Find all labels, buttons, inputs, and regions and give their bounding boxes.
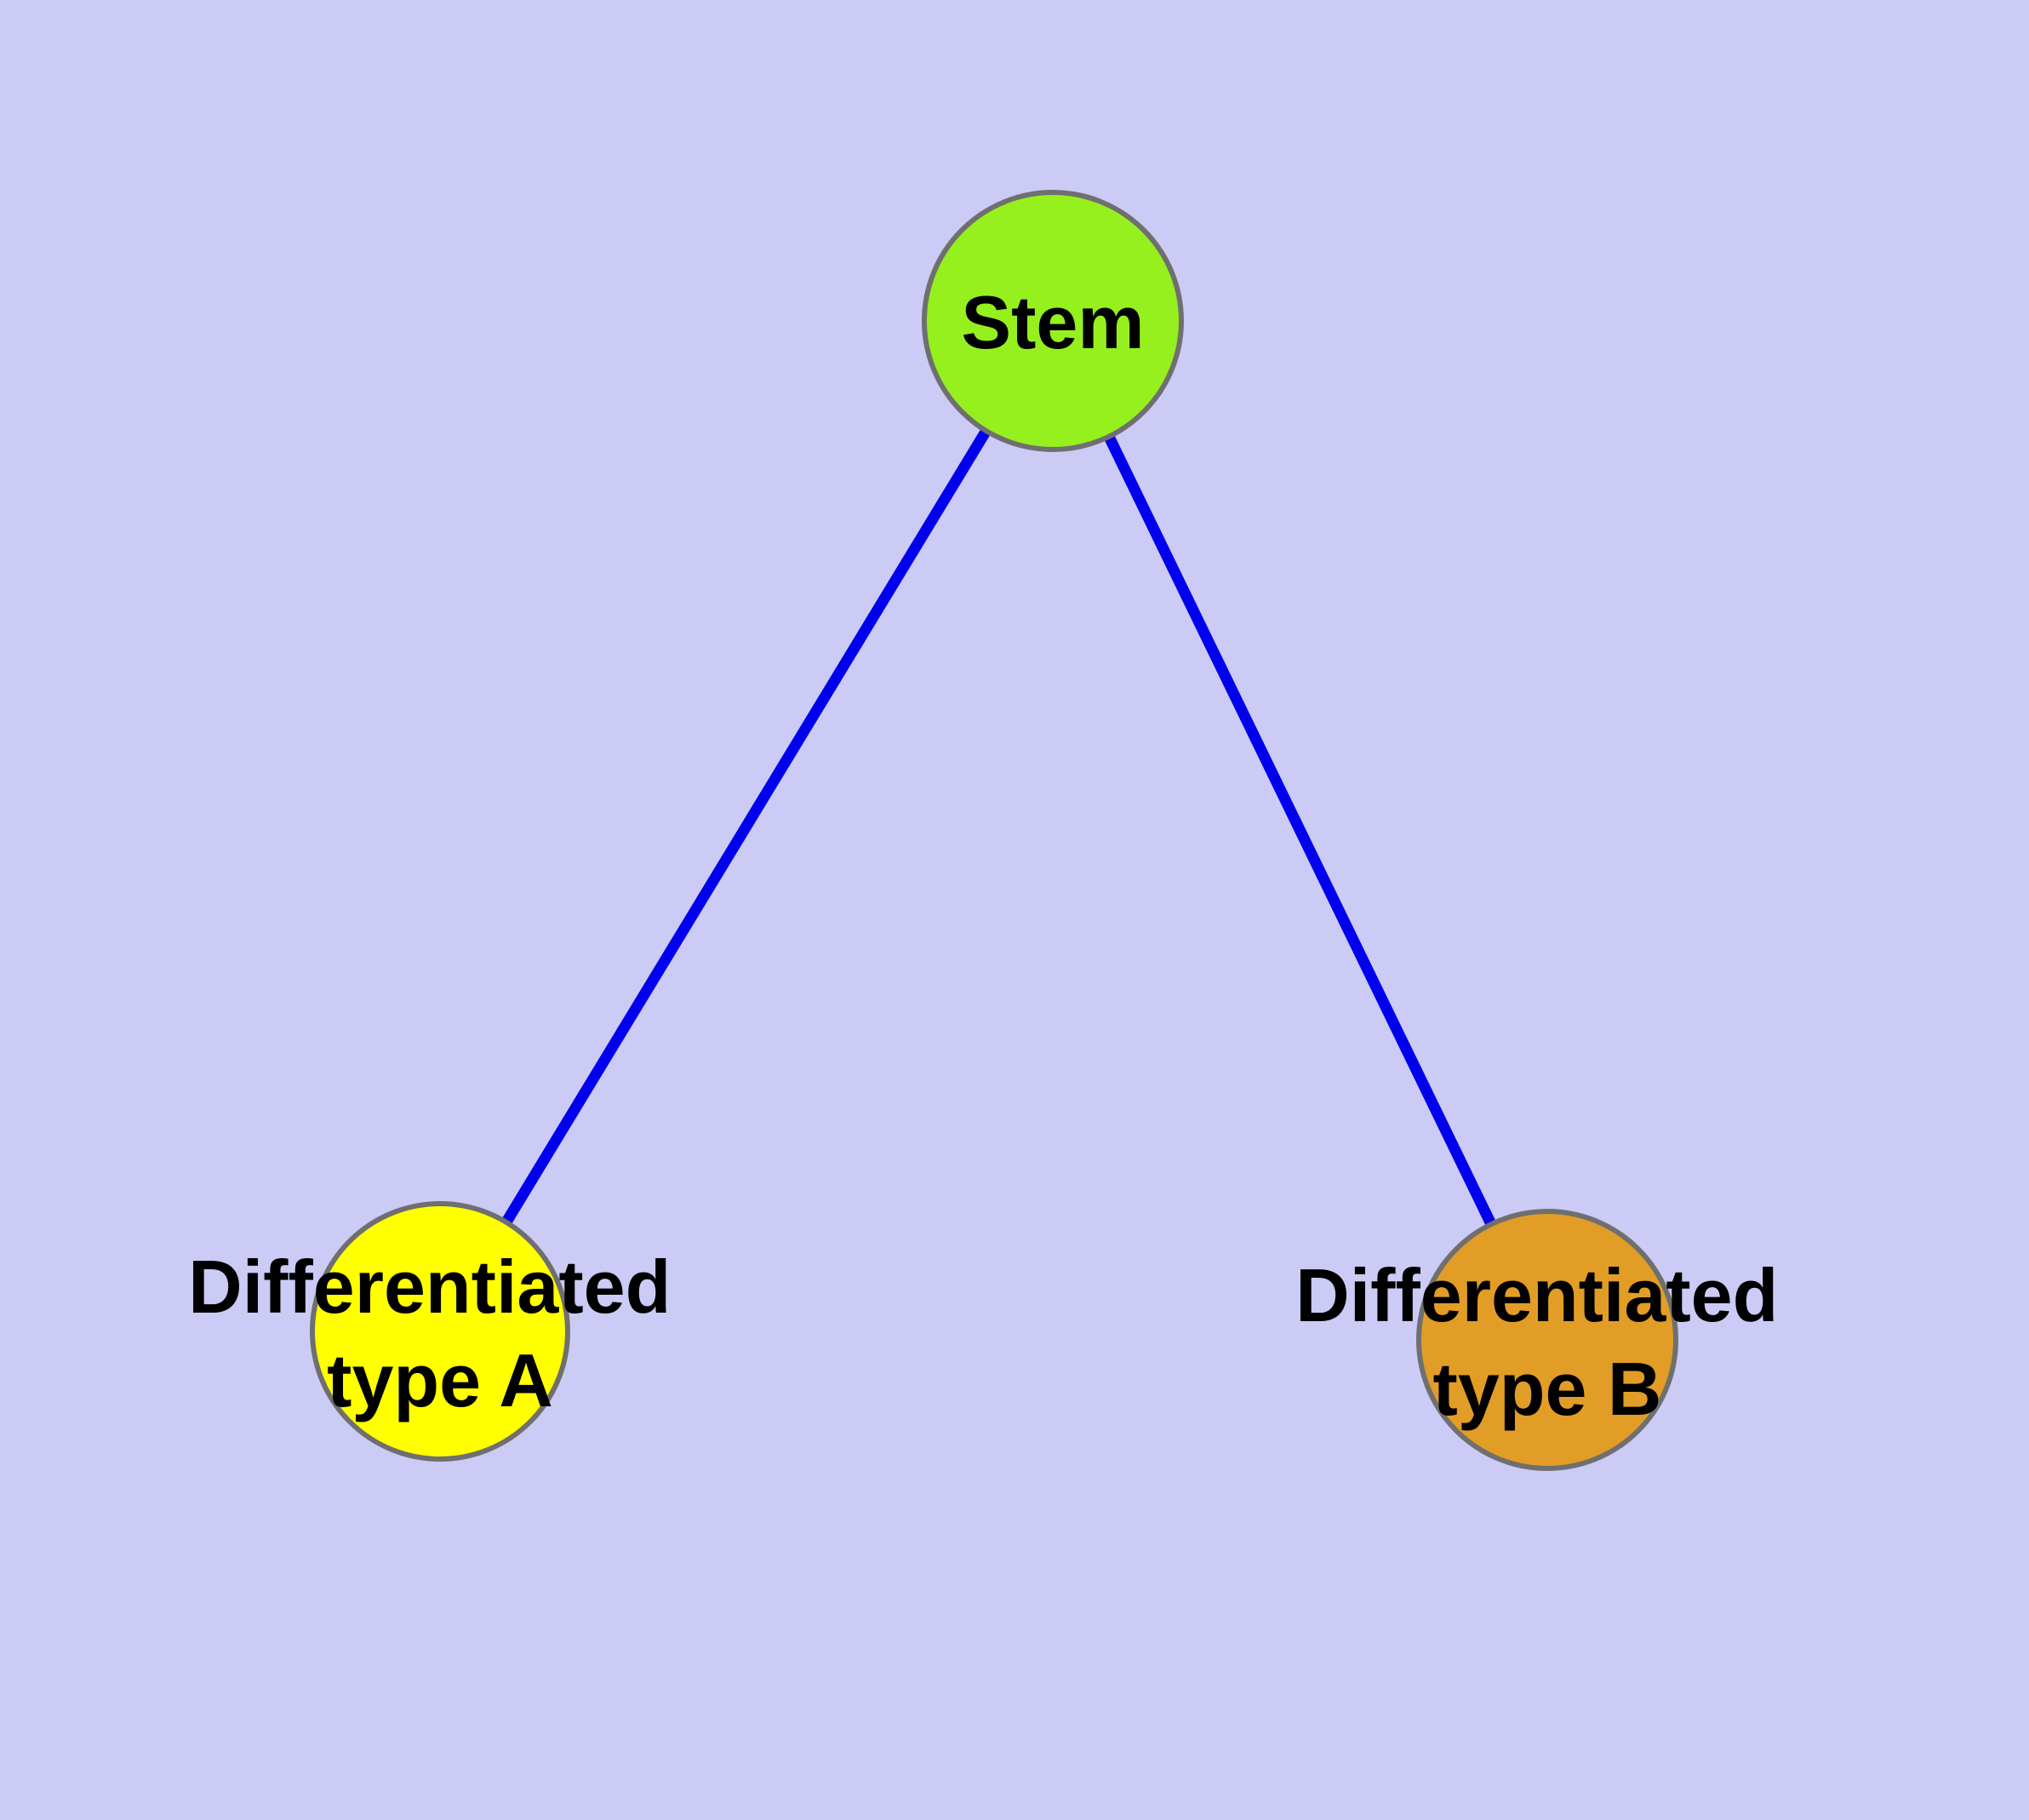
- node-stem-label: Stem: [961, 280, 1144, 364]
- node-type-b-label-line-1: Differentiated: [1295, 1253, 1778, 1337]
- node-differentiated-type-a: [310, 1201, 570, 1462]
- edge-stem-to-type-b: [1048, 318, 1552, 1342]
- node-type-b-label-line-2: type B: [1433, 1347, 1662, 1431]
- node-type-b-label: Differentiated type B: [1295, 1253, 1799, 1431]
- node-type-a-label: Differentiated type A: [188, 1245, 692, 1422]
- node-type-a-label-line-1: Differentiated: [188, 1245, 671, 1329]
- node-type-a-label-line-2: type A: [327, 1338, 553, 1422]
- node-stem: [922, 190, 1184, 452]
- node-differentiated-type-b: [1416, 1209, 1678, 1471]
- edge-stem-to-type-a: [435, 318, 1058, 1335]
